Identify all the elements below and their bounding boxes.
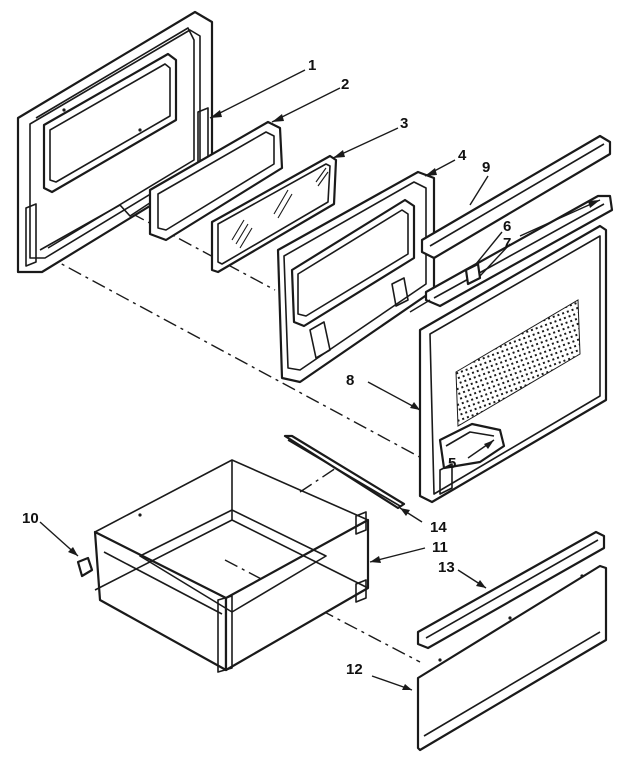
callout-9: 9 (482, 159, 490, 176)
door-glass (210, 154, 338, 274)
drawer-front-trim (416, 530, 606, 650)
callout-3: 3 (400, 115, 408, 132)
callout-7: 7 (503, 235, 511, 252)
top-trim (420, 134, 612, 260)
door-gasket (148, 120, 284, 242)
storage-drawer (93, 459, 370, 673)
callout-8: 8 (346, 372, 354, 389)
callout-4: 4 (458, 147, 467, 164)
callout-14: 14 (430, 519, 447, 536)
callout-6: 6 (503, 218, 511, 235)
leader-lines (39, 69, 601, 691)
callout-10: 10 (22, 510, 39, 527)
outer-door-panel (16, 10, 214, 274)
callout-12: 12 (346, 661, 363, 678)
callout-11: 11 (432, 539, 448, 556)
door-liner (418, 224, 608, 504)
drawer-front-panel (416, 564, 608, 752)
callout-2: 2 (341, 76, 349, 93)
callout-1: 1 (308, 57, 316, 74)
callout-13: 13 (438, 559, 455, 576)
drawer-stop (76, 556, 94, 578)
callout-5: 5 (448, 455, 456, 472)
drawer-rail (283, 434, 406, 510)
callout-labels: 1 2 3 4 5 6 7 8 9 10 11 12 13 14 (22, 57, 511, 678)
hinge-bracket (424, 194, 614, 308)
